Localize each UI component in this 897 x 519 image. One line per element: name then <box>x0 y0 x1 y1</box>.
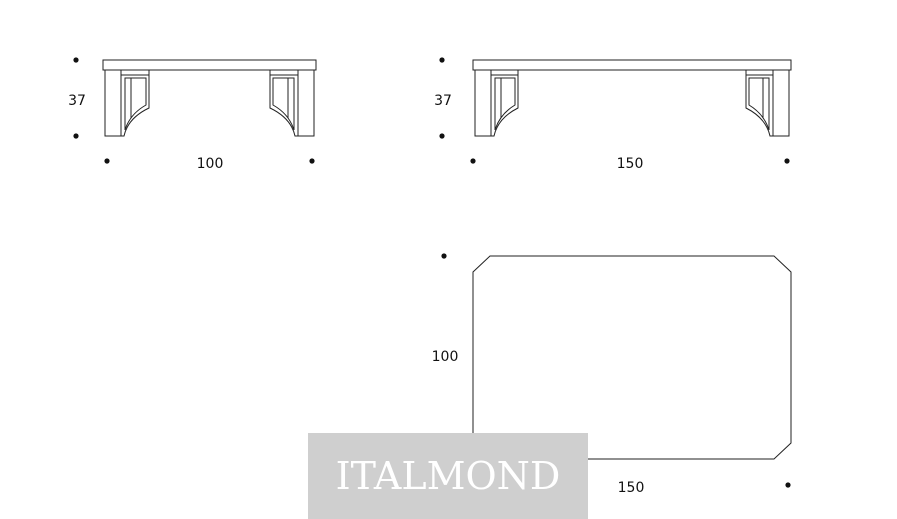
width-dot-right <box>785 482 791 488</box>
height-dot-bottom <box>439 133 445 139</box>
width-label: 100 <box>197 156 224 172</box>
right-leg <box>745 69 790 137</box>
watermark-logo: ITALMOND <box>308 433 588 519</box>
right-leg <box>269 69 315 137</box>
table-small-front-view: 37 100 <box>68 57 317 172</box>
tabletop <box>102 59 317 71</box>
height-label: 37 <box>68 93 86 109</box>
width-label: 150 <box>617 156 644 172</box>
width-dot-left <box>104 158 110 164</box>
height-dot-top <box>439 57 445 63</box>
left-leg <box>474 69 519 137</box>
height-dot-top <box>73 57 79 63</box>
depth-dot-top <box>441 253 447 259</box>
height-label: 37 <box>434 93 452 109</box>
left-leg <box>104 69 150 137</box>
tabletop <box>472 59 792 71</box>
table-top-view: 100 150 <box>432 253 792 496</box>
depth-label: 100 <box>432 349 459 365</box>
table-large-front-view: 37 150 <box>434 57 792 172</box>
watermark-text: ITALMOND <box>335 454 561 498</box>
width-dot-right <box>784 158 790 164</box>
width-dot-right <box>309 158 315 164</box>
width-dot-left <box>470 158 476 164</box>
width-label: 150 <box>618 480 645 496</box>
tabletop-outline <box>472 255 792 460</box>
height-dot-bottom <box>73 133 79 139</box>
